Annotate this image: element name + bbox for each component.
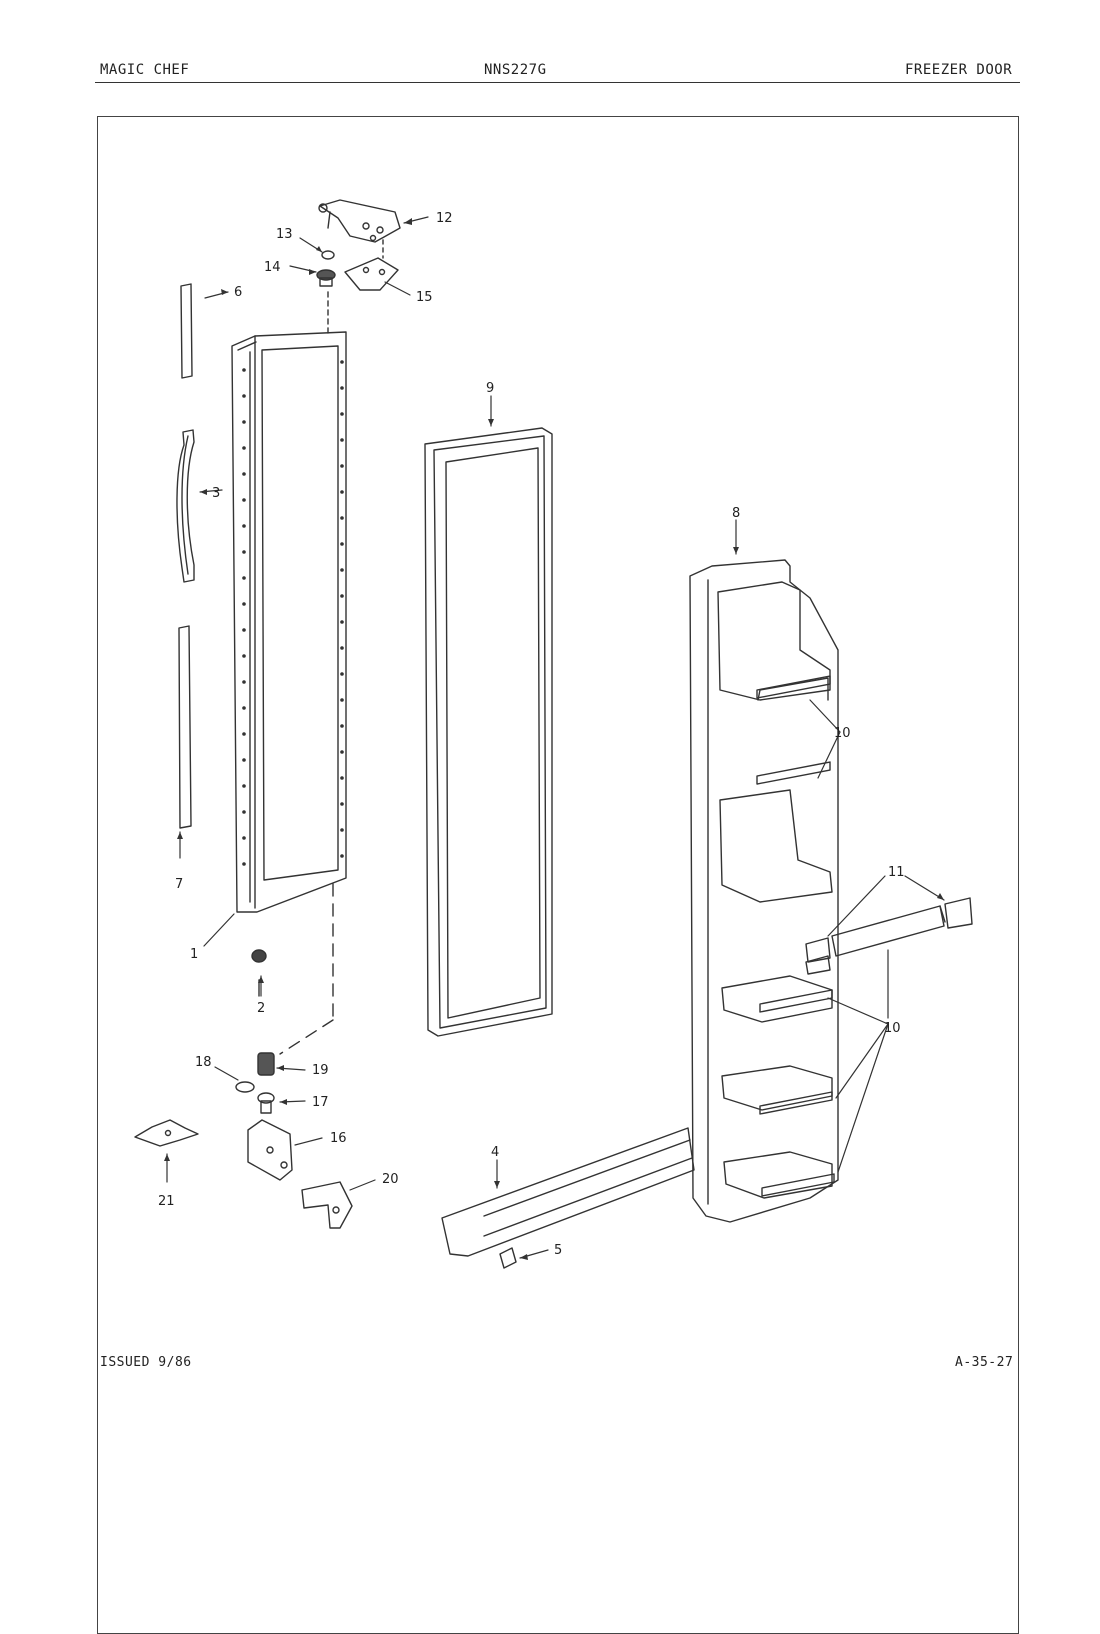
part-bottom-trim <box>178 625 192 829</box>
section-title: FREEZER DOOR <box>905 62 1013 78</box>
screw-hole <box>242 394 246 398</box>
screw-hole <box>242 498 246 502</box>
callout-20: 20 <box>382 1172 399 1187</box>
screw-hole <box>340 802 344 806</box>
screw-hole <box>340 412 344 416</box>
callout-16: 16 <box>330 1131 347 1146</box>
screw-hole <box>242 576 246 580</box>
screw-hole <box>242 654 246 658</box>
screw-hole <box>242 550 246 554</box>
part-washer <box>321 250 335 260</box>
screw-hole <box>242 784 246 788</box>
callout-13: 13 <box>276 227 293 242</box>
screw-hole <box>340 672 344 676</box>
part-bottom-washer <box>235 1081 255 1093</box>
screw-hole <box>340 620 344 624</box>
part-shim <box>301 1181 353 1229</box>
callout-9: 9 <box>486 381 494 396</box>
part-gasket <box>424 427 553 1037</box>
page-code: A-35-27 <box>955 1355 1014 1370</box>
screw-hole <box>340 594 344 598</box>
callout-7: 7 <box>175 877 183 892</box>
exploded-parts-diagram: 1 2 3 4 5 6 7 8 9 10 10 11 12 13 14 15 1… <box>134 199 973 1269</box>
callout-11: 11 <box>888 865 905 880</box>
screw-hole <box>340 464 344 468</box>
callout-21: 21 <box>158 1194 175 1209</box>
part-hinge-shim <box>344 257 399 291</box>
screw-hole <box>242 836 246 840</box>
callout-1: 1 <box>190 947 198 962</box>
panel-holes <box>242 360 344 866</box>
callout-3: 3 <box>212 486 220 501</box>
screw-hole <box>242 446 246 450</box>
screw-hole <box>242 706 246 710</box>
callout-8: 8 <box>732 506 740 521</box>
callout-19: 19 <box>312 1063 329 1078</box>
callout-14: 14 <box>264 260 281 275</box>
callout-2: 2 <box>257 1001 265 1016</box>
screw-hole <box>340 568 344 572</box>
screw-hole <box>242 524 246 528</box>
screw-hole <box>242 368 246 372</box>
callout-5: 5 <box>554 1243 562 1258</box>
screw-hole <box>340 750 344 754</box>
part-top-trim <box>180 283 193 379</box>
brand-label: MAGIC CHEF <box>100 62 190 78</box>
part-door-panel <box>231 331 347 913</box>
screw-hole <box>242 758 246 762</box>
screw-hole <box>340 438 344 442</box>
part-bushing <box>316 269 336 287</box>
screw-hole <box>340 828 344 832</box>
part-handle <box>176 429 195 583</box>
screw-hole <box>340 646 344 650</box>
screw-hole <box>242 628 246 632</box>
part-pivot-pin <box>257 1092 275 1114</box>
callout-15: 15 <box>416 290 433 305</box>
screw-hole <box>242 732 246 736</box>
callout-10-upper: 10 <box>834 726 851 741</box>
screw-hole <box>340 360 344 364</box>
header-rule <box>95 82 1020 83</box>
part-door-liner <box>689 559 839 1223</box>
screw-hole <box>242 862 246 866</box>
screw-hole <box>242 472 246 476</box>
screw-hole <box>340 542 344 546</box>
screw-hole <box>340 854 344 858</box>
screw-hole <box>340 698 344 702</box>
callout-numbers: 1 2 3 4 5 6 7 8 9 10 10 11 12 13 14 15 1… <box>158 211 905 1258</box>
part-plug <box>251 949 267 997</box>
part-bottom-hinge <box>247 1119 293 1181</box>
screw-hole <box>242 810 246 814</box>
arrowheads <box>164 218 944 1260</box>
callout-6: 6 <box>234 285 242 300</box>
screw-hole <box>340 386 344 390</box>
part-removable-bar <box>805 897 973 975</box>
callout-18: 18 <box>195 1055 212 1070</box>
model-number: NNS227G <box>484 62 547 78</box>
screw-hole <box>242 420 246 424</box>
callout-10-lower: 10 <box>884 1021 901 1036</box>
part-bottom-bushing <box>257 1052 275 1076</box>
screw-hole <box>242 602 246 606</box>
part-top-hinge <box>318 199 401 243</box>
issued-date: ISSUED 9/86 <box>100 1355 192 1370</box>
part-bracket <box>134 1119 199 1147</box>
part-shelf-bars <box>756 675 835 1197</box>
screw-hole <box>340 776 344 780</box>
callout-12: 12 <box>436 211 453 226</box>
screw-hole <box>340 516 344 520</box>
screw-hole <box>340 490 344 494</box>
callout-17: 17 <box>312 1095 329 1110</box>
screw-hole <box>242 680 246 684</box>
part-trim-rail <box>441 1127 695 1257</box>
callout-4: 4 <box>491 1145 499 1160</box>
part-clip <box>499 1247 517 1269</box>
screw-hole <box>340 724 344 728</box>
